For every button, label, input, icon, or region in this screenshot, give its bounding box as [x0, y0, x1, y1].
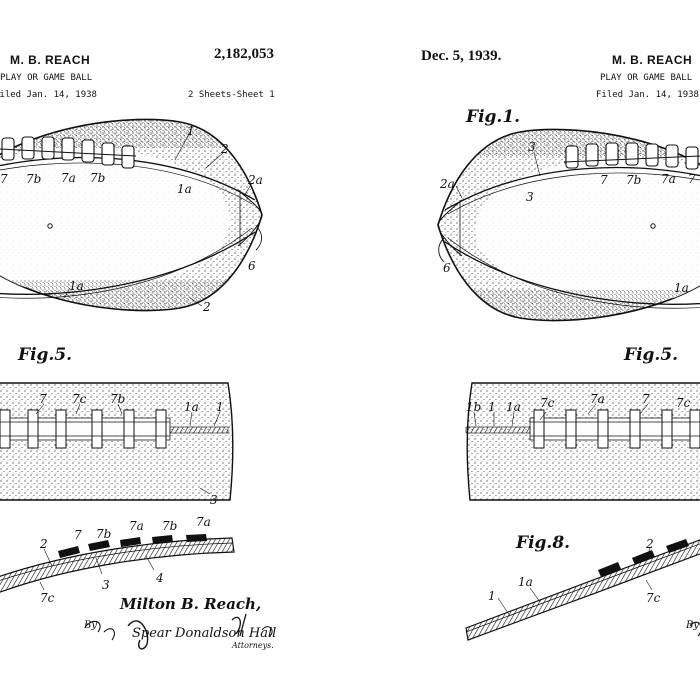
- sheets-count: 2 Sheets-Sheet 1: [188, 90, 275, 100]
- right-strip-ref: 7a: [590, 392, 605, 406]
- right-ball-ref: 7b: [626, 173, 641, 187]
- right-strip-ref: 7: [642, 392, 650, 406]
- left-strip-ref: 7c: [72, 392, 87, 406]
- right-strip-reference-labels: 1b 1 1a 7c 7a 7 7c: [466, 392, 691, 414]
- right-ball-ref: 3: [528, 140, 536, 154]
- left-ball-ref: 1a: [177, 182, 192, 196]
- left-inventor-name: M. B. REACH: [10, 53, 91, 67]
- right-curve-ref: 7c: [646, 591, 661, 605]
- right-ball-ref: 7a: [661, 172, 676, 186]
- right-ball-ref: 6: [443, 261, 451, 275]
- right-ball-ref: 7: [600, 173, 608, 187]
- left-curve-ref: 7b: [162, 519, 177, 533]
- right-fig-8-label: Fig.8.: [516, 533, 571, 553]
- right-fig-5-label: Fig.5.: [624, 345, 679, 365]
- left-curve-reference-labels: 2 7 7b 7a 7b 7a 3 4 7c: [39, 515, 211, 605]
- right-strip-ref: 1: [488, 400, 496, 414]
- left-curved-section-figure: [0, 534, 235, 593]
- right-inventor-name: M. B. REACH: [612, 53, 693, 67]
- right-ball-ref: 3: [526, 190, 534, 204]
- left-strip-ref: 7b: [110, 392, 125, 406]
- left-ball-ref: 6: [248, 259, 256, 273]
- left-curve-ref: 2: [39, 537, 48, 551]
- left-curve-ref: 7c: [40, 591, 55, 605]
- right-strip-ref: 7c: [676, 396, 691, 410]
- left-strip-ref: 1a: [184, 400, 199, 414]
- right-fig-1-label: Fig.1.: [466, 107, 521, 127]
- right-strip-ref: 1a: [506, 400, 521, 414]
- right-curve-ref: 2: [645, 537, 654, 551]
- left-strip-ref: 1: [216, 400, 224, 414]
- left-curve-ref: 4: [155, 571, 164, 585]
- left-ball-ref: 7a: [61, 171, 76, 185]
- left-strip-reference-labels: 7 7c 7b 1a 1 3: [39, 392, 224, 507]
- left-filed-date: Filed Jan. 14, 1938: [0, 90, 97, 100]
- left-title: PLAY OR GAME BALL: [0, 73, 93, 83]
- right-curve-ref: 1: [488, 589, 496, 603]
- left-ball-ref: 7b: [26, 172, 41, 186]
- left-curve-ref: 7: [74, 528, 82, 542]
- patent-number: 2,182,053: [214, 46, 274, 62]
- right-filed-date: Filed Jan. 14, 1938: [596, 90, 699, 100]
- left-ball-reference-labels: 1 2 2a 7 7b 7a 7b 1a 6 1a 2: [0, 124, 263, 314]
- left-curve-ref: 7b: [96, 527, 111, 541]
- right-ball-ref: 2a: [439, 177, 455, 191]
- right-ball-ref: 1a: [674, 281, 689, 295]
- left-ball-ref: 2: [220, 142, 229, 156]
- attorneys-label: Attorneys.: [232, 641, 274, 650]
- left-football-figure: [0, 118, 263, 312]
- right-curved-section-figure: [465, 539, 700, 641]
- right-ball-ref: 7: [688, 172, 696, 186]
- right-title: PLAY OR GAME BALL: [600, 73, 693, 83]
- left-fig-5-label: Fig.5.: [18, 345, 73, 365]
- left-strip-ref: 7: [39, 392, 47, 406]
- right-football-figure: [437, 128, 700, 322]
- left-ball-ref: 1a: [69, 279, 84, 293]
- left-curve-ref: 3: [102, 578, 110, 592]
- left-ball-ref: 7b: [90, 171, 105, 185]
- by-label-left: By: [84, 620, 97, 631]
- left-curve-ref: 7a: [196, 515, 211, 529]
- right-lacing-strip-figure: [465, 382, 700, 501]
- right-curve-ref: 1a: [518, 575, 533, 589]
- inventor-signature: Milton B. Reach,: [120, 595, 262, 613]
- left-ball-ref: 2: [202, 300, 211, 314]
- right-ball-reference-labels: 2a 3 3 7 7b 7a 7 6 1a: [439, 140, 696, 295]
- right-curve-reference-labels: 2 1a 1 7c: [488, 537, 661, 605]
- left-ball-ref: 7: [0, 172, 8, 186]
- left-lacing-strip-figure: [0, 382, 234, 501]
- by-label-right: By: [686, 620, 699, 631]
- issue-date: Dec. 5, 1939.: [421, 48, 502, 64]
- left-ball-ref: 1: [187, 124, 195, 138]
- attorneys-signature: Spear Donaldson Hall: [132, 626, 277, 641]
- left-ball-ref: 2a: [247, 173, 263, 187]
- left-strip-ref: 3: [210, 493, 218, 507]
- left-curve-ref: 7a: [129, 519, 144, 533]
- right-strip-ref: 7c: [540, 396, 555, 410]
- right-strip-ref: 1b: [466, 400, 481, 414]
